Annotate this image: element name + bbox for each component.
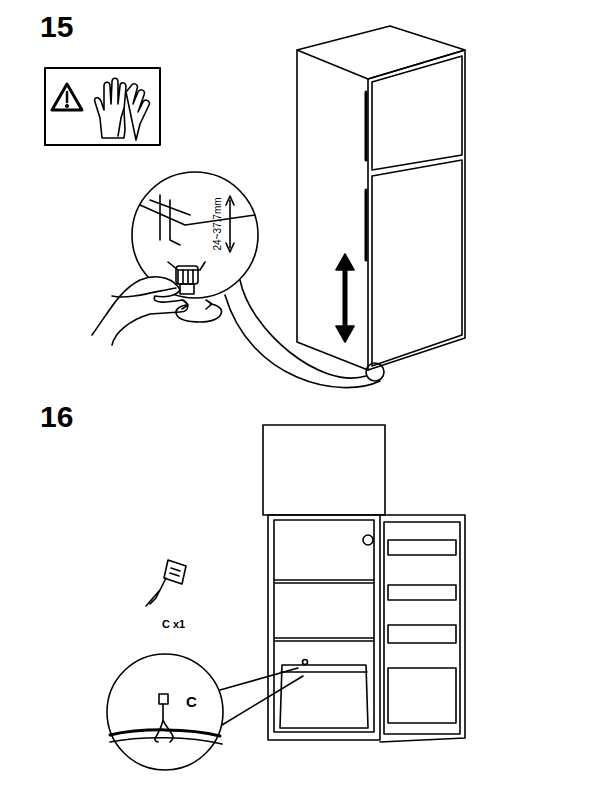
dimension-label: 24~37.7mm bbox=[213, 197, 223, 250]
part-quantity: C x1 bbox=[162, 619, 185, 630]
step-number: 15 bbox=[40, 12, 73, 42]
part-letter: C bbox=[186, 694, 197, 709]
step-number: 16 bbox=[40, 402, 73, 432]
